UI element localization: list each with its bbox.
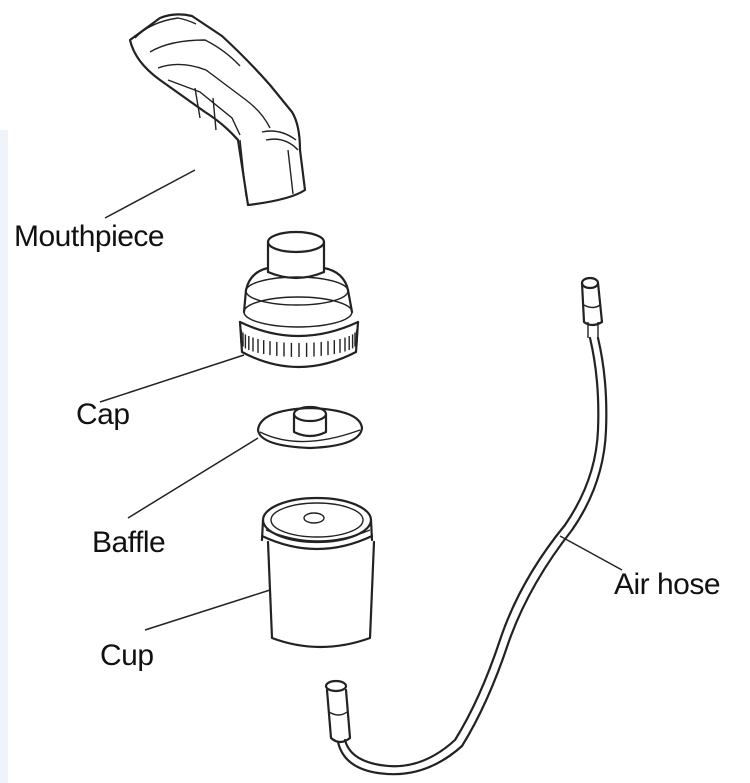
cup-pointer: [144, 589, 271, 631]
cap-part: [238, 230, 360, 369]
pointer-lines: [99, 169, 623, 631]
baffle-pointer: [127, 437, 259, 519]
cap-label: Cap: [76, 398, 130, 431]
cup-part: [260, 496, 376, 649]
mouthpiece-part: [128, 13, 307, 207]
air-hose-pointer: [559, 535, 623, 571]
air-hose-label: Air hose: [614, 568, 720, 601]
cap-pointer: [99, 354, 245, 403]
baffle-label: Baffle: [92, 526, 165, 559]
mouthpiece-pointer: [104, 169, 196, 219]
cup-label: Cup: [100, 639, 154, 672]
cap-knurl: [240, 329, 358, 357]
mouthpiece-label: Mouthpiece: [14, 220, 164, 253]
baffle-part: [256, 405, 364, 450]
left-edge-strip: [0, 130, 8, 783]
air-hose-part: [324, 276, 608, 776]
